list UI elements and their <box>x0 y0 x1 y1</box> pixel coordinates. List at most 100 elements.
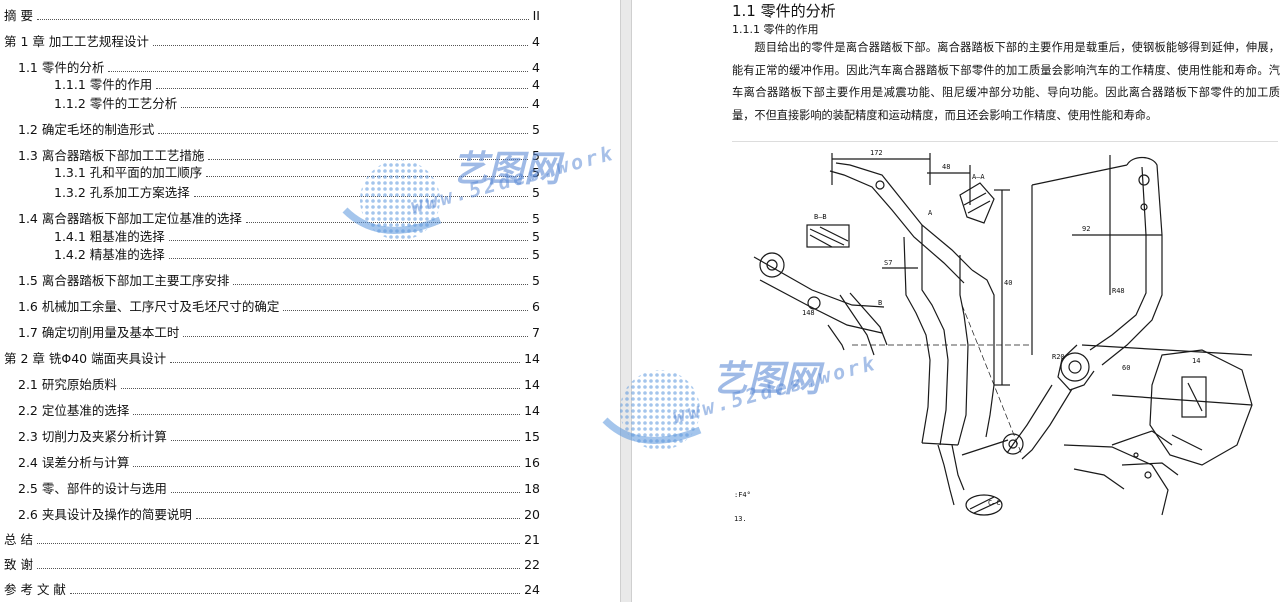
toc-leader-dots <box>152 45 529 46</box>
toc-entry-label: 1.3.1 孔和平面的加工顺序 <box>54 165 203 180</box>
toc-entry-label: 1.3 离合器踏板下部加工工艺措施 <box>18 148 205 163</box>
toc-entry[interactable]: 1.3.2 孔系加工方案选择 5 <box>54 185 540 201</box>
toc-entry-page: 5 <box>532 247 540 262</box>
toc-entry[interactable]: 2.4 误差分析与计算 16 <box>18 455 540 471</box>
toc-entry[interactable]: 参 考 文 献 24 <box>4 582 540 598</box>
toc-leader-dots <box>108 71 529 72</box>
toc-entry[interactable]: 摘 要 II <box>4 8 540 24</box>
toc-leader-dots <box>36 568 521 569</box>
toc-entry-page: 5 <box>532 148 540 163</box>
toc-entry-page: 5 <box>532 229 540 244</box>
drawing-label-172: 172 <box>870 149 883 157</box>
toc-entry-page: 6 <box>532 299 540 314</box>
toc-entry-page: 15 <box>524 429 540 444</box>
toc-entry[interactable]: 总 结 21 <box>4 532 540 548</box>
toc-entry[interactable]: 1.4.2 精基准的选择 5 <box>54 247 540 263</box>
toc-entry-label: 2.5 零、部件的设计与选用 <box>18 481 167 496</box>
toc-entry-label: 参 考 文 献 <box>4 582 66 597</box>
toc-entry-page: 7 <box>532 325 540 340</box>
toc-entry[interactable]: 2.3 切削力及夹紧分析计算 15 <box>18 429 540 445</box>
toc-entry-page: 24 <box>524 582 540 597</box>
drawing-label-bb: B—B <box>814 213 827 221</box>
toc-entry-label: 1.4 离合器踏板下部加工定位基准的选择 <box>18 211 242 226</box>
toc-entry-label: 1.1.2 零件的工艺分析 <box>54 96 178 111</box>
toc-entry-label: 1.2 确定毛坯的制造形式 <box>18 122 155 137</box>
subsection-title: 1.1.1 零件的作用 <box>732 23 819 36</box>
toc-entry-page: 14 <box>524 403 540 418</box>
toc-entry[interactable]: 1.3 离合器踏板下部加工工艺措施 5 <box>18 148 540 164</box>
drawing-corner-note-1: :F4° <box>734 491 751 499</box>
toc-entry[interactable]: 1.2 确定毛坯的制造形式 5 <box>18 122 540 138</box>
toc-leader-dots <box>170 440 521 441</box>
toc-entry-page: 5 <box>532 211 540 226</box>
toc-leader-dots <box>133 414 521 415</box>
toc-entry-label: 2.3 切削力及夹紧分析计算 <box>18 429 167 444</box>
toc-entry-label: 摘 要 <box>4 8 33 23</box>
body-paragraph: 题目给出的零件是离合器踏板下部。离合器踏板下部的主要作用是载重后，使钢板能够得到… <box>732 41 1280 122</box>
toc-leader-dots <box>120 388 521 389</box>
toc-entry[interactable]: 1.4.1 粗基准的选择 5 <box>54 229 540 245</box>
toc-entry-label: 1.1 零件的分析 <box>18 60 105 75</box>
toc-entry-page: 14 <box>524 351 540 366</box>
toc-leader-dots <box>36 543 521 544</box>
toc-entry-label: 1.6 机械加工余量、工序尺寸及毛坯尺寸的确定 <box>18 299 280 314</box>
toc-leader-dots <box>156 88 529 89</box>
section-title: 1.1 零件的分析 <box>732 2 836 20</box>
drawing-corner-note-2: 13. <box>734 515 747 523</box>
toc-entry[interactable]: 2.2 定位基准的选择 14 <box>18 403 540 419</box>
toc-leader-dots <box>283 310 529 311</box>
toc-leader-dots <box>206 176 529 177</box>
drawing-label-14: 14 <box>1192 357 1200 365</box>
toc-leader-dots <box>133 466 521 467</box>
toc-entry-page: 21 <box>524 532 540 547</box>
drawing-label-cc: C—C <box>988 499 1001 507</box>
toc-leader-dots <box>181 107 529 108</box>
toc-entry-label: 1.7 确定切削用量及基本工时 <box>18 325 180 340</box>
toc-entry-label: 总 结 <box>4 532 33 547</box>
drawing-label-60: 60 <box>1122 364 1130 372</box>
toc-entry-page: 4 <box>532 34 540 49</box>
toc-entry-page: 4 <box>532 77 540 92</box>
toc-entry[interactable]: 1.1.2 零件的工艺分析 4 <box>54 96 540 112</box>
toc-entry-label: 第 2 章 铣Φ40 端面夹具设计 <box>4 351 167 366</box>
toc-entry-page: II <box>532 8 540 23</box>
toc-entry-label: 1.4.1 粗基准的选择 <box>54 229 165 244</box>
toc-entry[interactable]: 1.4 离合器踏板下部加工定位基准的选择 5 <box>18 211 540 227</box>
toc-entry-page: 5 <box>532 185 540 200</box>
toc-entry-label: 2.2 定位基准的选择 <box>18 403 130 418</box>
toc-entry-page: 20 <box>524 507 540 522</box>
toc-leader-dots <box>168 240 529 241</box>
toc-entry[interactable]: 1.6 机械加工余量、工序尺寸及毛坯尺寸的确定 6 <box>18 299 540 315</box>
toc-entry[interactable]: 1.7 确定切削用量及基本工时 7 <box>18 325 540 341</box>
toc-entry-label: 1.4.2 精基准的选择 <box>54 247 165 262</box>
toc-leader-dots <box>36 19 529 20</box>
toc-entry-label: 第 1 章 加工工艺规程设计 <box>4 34 149 49</box>
content-page: 1.1 零件的分析 1.1.1 零件的作用 题目给出的零件是离合器踏板下部。离合… <box>632 0 1280 602</box>
toc-entry[interactable]: 第 1 章 加工工艺规程设计 4 <box>4 34 540 50</box>
toc-entry-page: 4 <box>532 96 540 111</box>
technical-drawing: 172 48 A—A B—B C—C 148 92 R48 R20 40 60 … <box>734 149 1253 523</box>
toc-entry-page: 5 <box>532 122 540 137</box>
toc-leader-dots <box>193 196 529 197</box>
toc-entry-label: 2.1 研究原始质料 <box>18 377 117 392</box>
drawing-label-s7: S7 <box>884 259 892 267</box>
toc-entry-label: 2.4 误差分析与计算 <box>18 455 130 470</box>
toc-entry[interactable]: 第 2 章 铣Φ40 端面夹具设计 14 <box>4 351 540 367</box>
page-gutter <box>620 0 632 602</box>
toc-entry-label: 1.5 离合器踏板下部加工主要工序安排 <box>18 273 230 288</box>
toc-entry-page: 16 <box>524 455 540 470</box>
toc-leader-dots <box>170 492 521 493</box>
toc-entry-label: 1.3.2 孔系加工方案选择 <box>54 185 190 200</box>
toc-leader-dots <box>195 518 521 519</box>
toc-leader-dots <box>183 336 529 337</box>
drawing-label-aa: A—A <box>972 173 985 181</box>
